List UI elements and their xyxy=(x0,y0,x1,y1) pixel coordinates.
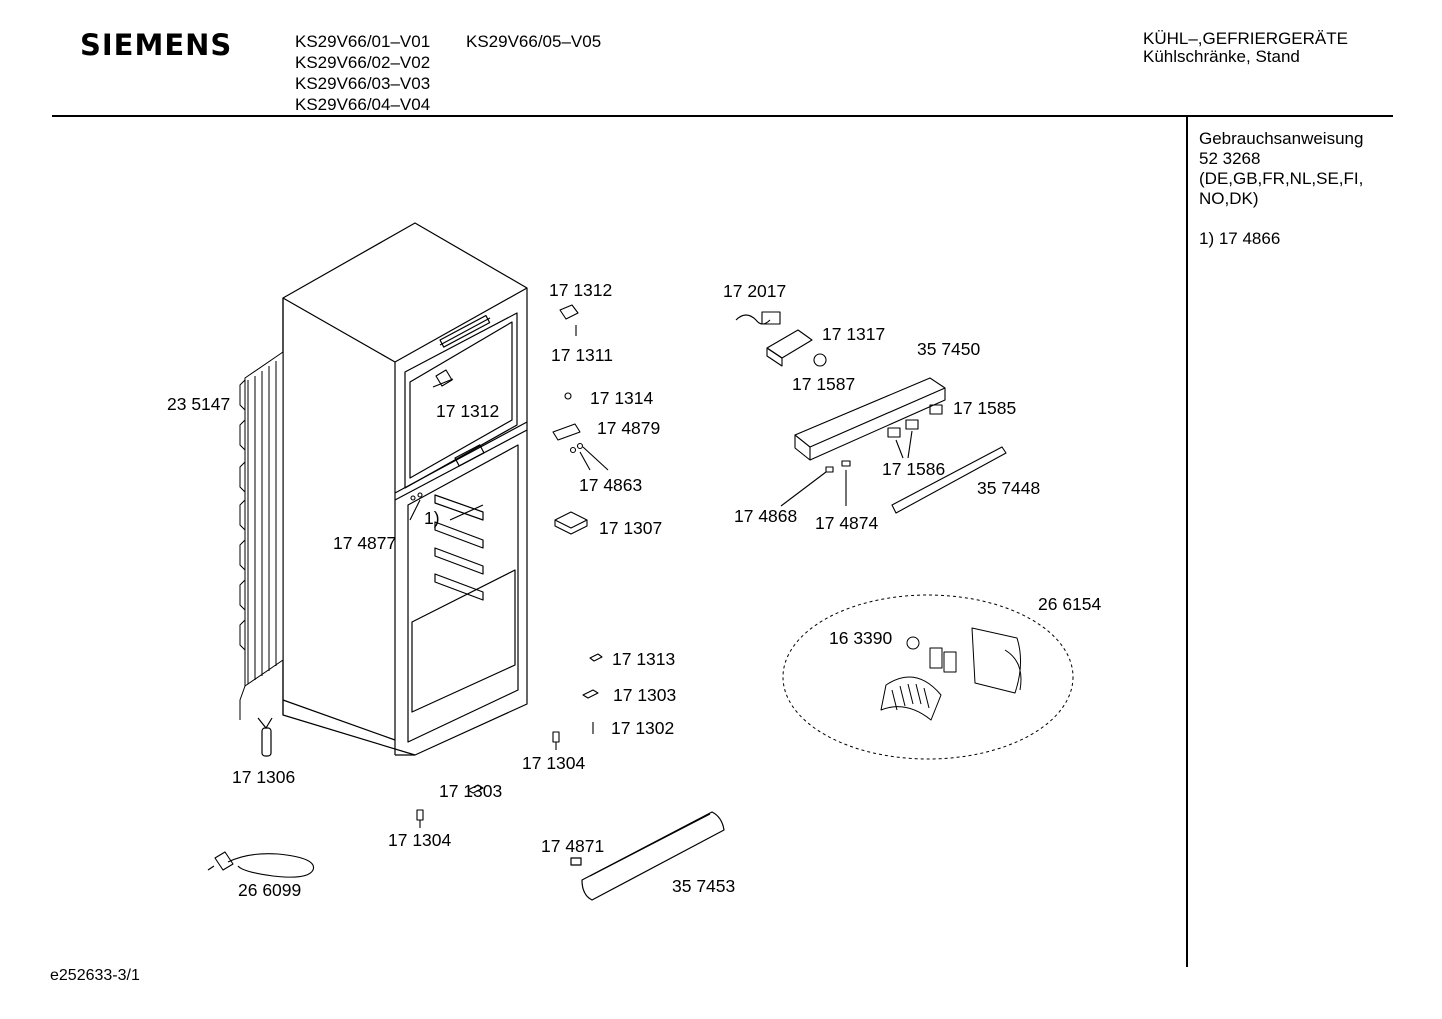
part-label: 17 4871 xyxy=(541,836,605,856)
part-label: 17 1312 xyxy=(436,401,500,421)
condenser-coil xyxy=(239,351,284,720)
part-label: 17 2017 xyxy=(723,281,787,301)
part-label: 17 1303 xyxy=(439,781,503,801)
category-title: KÜHL–,GEFRIERGERÄTE xyxy=(1143,29,1348,48)
part-label: 17 1314 xyxy=(590,388,654,408)
model-number: KS29V66/02–V02 xyxy=(295,53,431,72)
lamp-assembly xyxy=(782,594,1074,760)
part-label: 17 4879 xyxy=(597,418,661,438)
part-label: 17 1317 xyxy=(822,324,886,344)
part-label: 17 4877 xyxy=(333,533,397,553)
part-label: 17 4868 xyxy=(734,506,798,526)
part-label: 17 1312 xyxy=(549,280,613,300)
part-label: 35 7450 xyxy=(917,339,981,359)
sidebar-divider xyxy=(1186,117,1188,967)
part-label: 17 4874 xyxy=(815,513,879,533)
manual-label: Gebrauchsanweisung xyxy=(1199,129,1364,148)
hinge-parts xyxy=(409,304,609,828)
document-code: e252633-3/1 xyxy=(50,967,140,984)
model-number: KS29V66/03–V03 xyxy=(295,74,431,93)
manual-languages: (DE,GB,FR,NL,SE,FI, xyxy=(1199,169,1364,188)
model-number: KS29V66/05–V05 xyxy=(466,32,602,51)
part-label: 17 4863 xyxy=(579,475,643,495)
part-label: 17 1307 xyxy=(599,518,663,538)
footnote-marker: 1) xyxy=(424,508,440,528)
part-label: 17 1306 xyxy=(232,767,296,787)
part-label: 17 1304 xyxy=(388,830,452,850)
part-label: 35 7453 xyxy=(672,876,736,896)
header-divider xyxy=(52,115,1393,117)
footnote: 1) 17 4866 xyxy=(1199,229,1281,248)
part-label: 26 6099 xyxy=(238,880,302,900)
fridge-cabinet xyxy=(282,222,528,756)
part-label: 16 3390 xyxy=(829,628,893,648)
power-cord xyxy=(207,851,315,878)
model-number: KS29V66/04–V04 xyxy=(295,95,431,114)
defrost-sensor xyxy=(257,717,273,757)
control-panel xyxy=(735,311,1007,514)
manual-languages-cont: NO,DK) xyxy=(1199,189,1259,208)
brand-logo: SIEMENS xyxy=(80,28,233,62)
part-label: 26 6154 xyxy=(1038,594,1102,614)
category-subtitle: Kühlschränke, Stand xyxy=(1143,47,1300,66)
manual-number: 52 3268 xyxy=(1199,149,1261,168)
part-label: 17 1311 xyxy=(551,345,613,365)
part-label: 35 7448 xyxy=(977,478,1041,498)
part-label: 17 1313 xyxy=(612,649,676,669)
part-label: 17 1586 xyxy=(882,459,946,479)
part-label: 17 1302 xyxy=(611,718,675,738)
handle-trim xyxy=(570,811,725,901)
part-label: 17 1587 xyxy=(792,374,856,394)
part-label: 17 1585 xyxy=(953,398,1017,418)
part-label: 17 1303 xyxy=(613,685,677,705)
model-number: KS29V66/01–V01 xyxy=(295,32,431,51)
part-label: 23 5147 xyxy=(167,394,231,414)
part-label: 17 1304 xyxy=(522,753,586,773)
